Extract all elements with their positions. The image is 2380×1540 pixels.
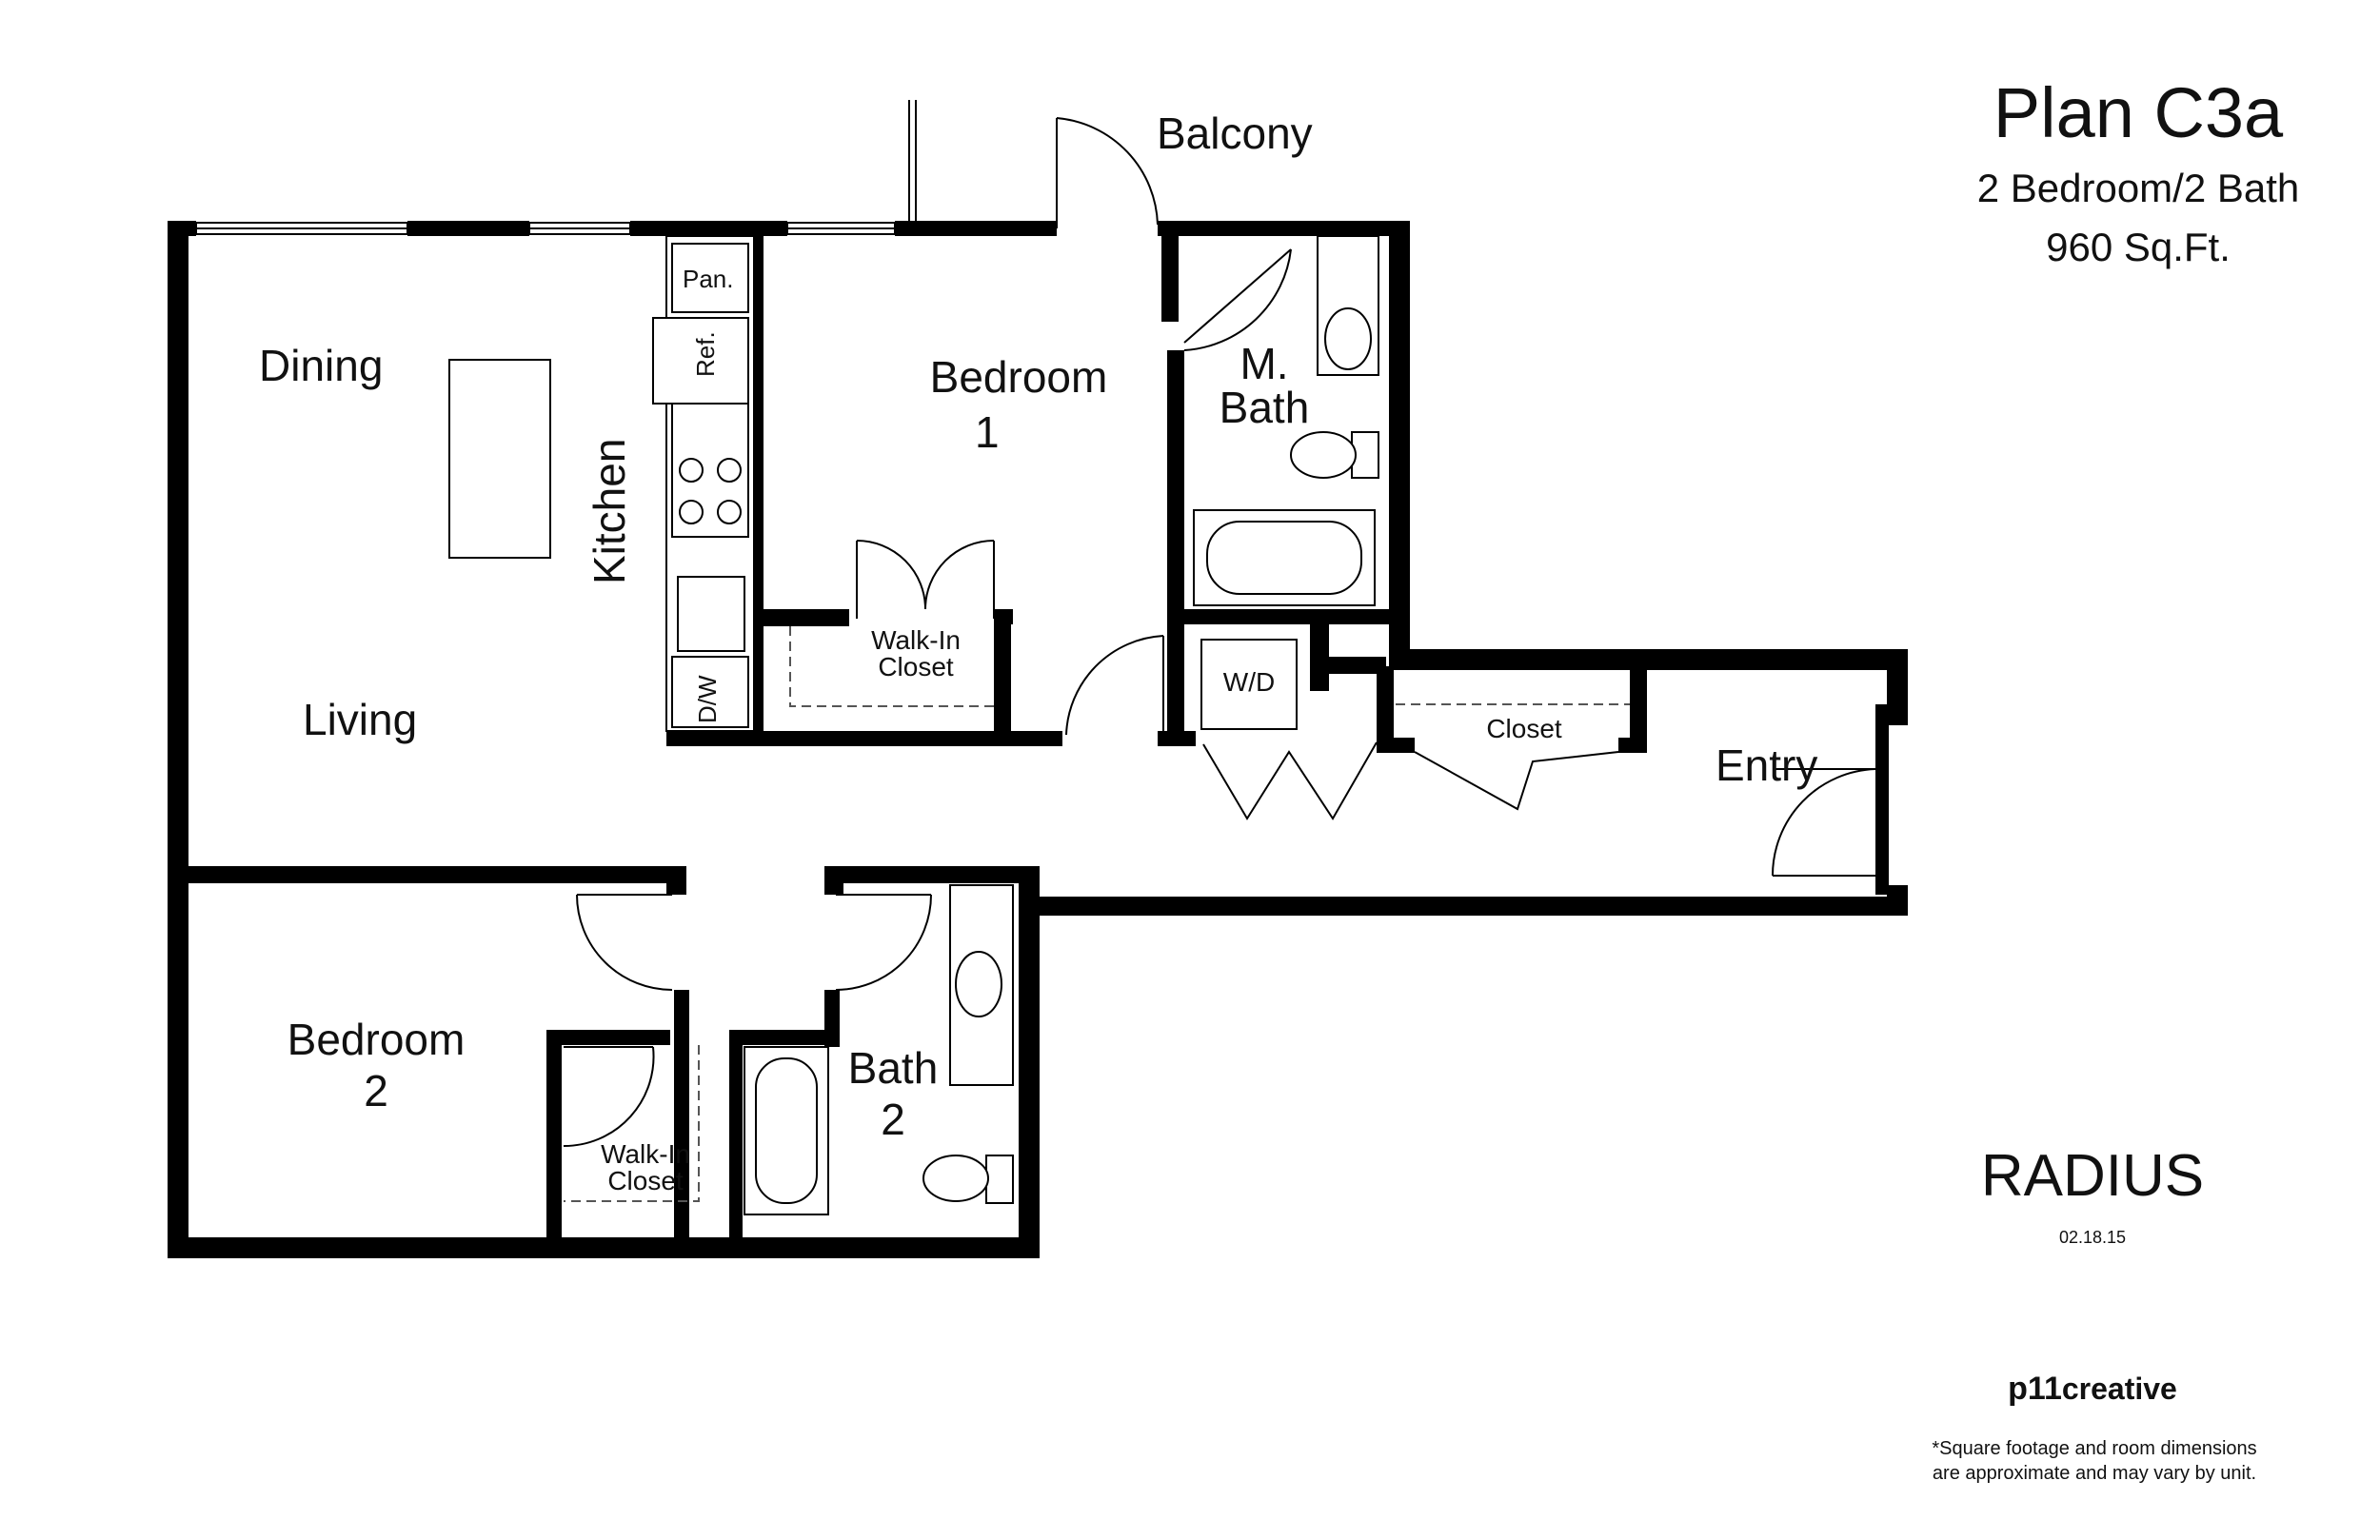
bedroom1-label: Bedroom (930, 352, 1108, 402)
walkin1-east-wall (994, 609, 1011, 746)
north-wall-kitchen (630, 221, 787, 236)
room-labels: Balcony Dining Living Kitchen Pan. Ref. … (259, 109, 1817, 1195)
north-wall-bedroom1 (895, 221, 1057, 236)
north-wall-pier (407, 221, 529, 236)
studio-logo-rest: creative (2062, 1372, 2177, 1406)
walkin1-north-wall (754, 609, 849, 626)
bedroom2-north-stub (666, 866, 686, 895)
mbath-sink-icon (1324, 307, 1372, 370)
bath2-label: Bath (848, 1043, 939, 1093)
entry-north-wall (1389, 649, 1908, 670)
kitchen-island (448, 359, 551, 559)
bedroom2-number: 2 (364, 1066, 388, 1116)
master-bath-label: M. (1240, 339, 1288, 388)
bath2-north-stub (824, 866, 843, 895)
fixtures (448, 235, 1630, 1215)
north-wall-corner (168, 221, 196, 236)
walkin2-west-wall (546, 1030, 562, 1256)
studio-logo-bold: p11 (2008, 1371, 2062, 1407)
west-wall (168, 221, 188, 1258)
bath2-toilet-icon (922, 1155, 989, 1202)
dishwasher-label: D/W (693, 675, 722, 723)
walkin1-ne-stub (994, 609, 1013, 624)
bedroom2-label: Bedroom (288, 1015, 466, 1064)
walkin1-sublabel: Closet (878, 652, 954, 681)
corridor-south-wall (1036, 897, 1908, 916)
bath2-tub (744, 1046, 829, 1215)
walkin2-top-wall (546, 1030, 670, 1045)
mbath-east-wall (1389, 221, 1410, 659)
living-label: Living (303, 695, 417, 744)
mbath-west-wall (1167, 350, 1184, 744)
washer-dryer (1200, 639, 1298, 730)
bath2-west-wall (729, 1037, 743, 1256)
bedroom1-number: 1 (975, 407, 1000, 457)
bath2-number: 2 (881, 1095, 905, 1144)
plan-title: Plan C3a (1993, 73, 2284, 152)
bath2-north-wall (824, 866, 1040, 883)
walkin2-east-wall (674, 990, 689, 1247)
bath2-toilet-tank (985, 1155, 1014, 1204)
entry-label: Entry (1716, 740, 1817, 790)
plan-date: 02.18.15 (2059, 1228, 2126, 1247)
refrigerator (652, 317, 749, 405)
disclaimer-line1: *Square footage and room dimensions (1932, 1438, 2256, 1459)
studio-logo: p11creative (2008, 1371, 2177, 1407)
walls (168, 221, 1908, 1258)
closet-sw-stub (1377, 738, 1415, 753)
bedroom1-west-wall (754, 236, 764, 740)
title-block: Plan C3a 2 Bedroom/2 Bath 960 Sq.Ft. RAD… (1932, 73, 2299, 1484)
north-wall-mbath (1158, 221, 1410, 236)
kitchen-label: Kitchen (585, 439, 634, 584)
pantry-label: Pan. (683, 265, 734, 293)
kitchen-sink (677, 576, 745, 652)
laundry-shelf-wall (1310, 657, 1386, 674)
bath2-vanity (949, 884, 1014, 1086)
entry-east-wall-top (1887, 649, 1908, 725)
entry-door-jamb (1875, 704, 1889, 895)
mbath-south-wall (1167, 609, 1396, 624)
walkin2-label: Walk-In (601, 1139, 690, 1169)
closet-label: Closet (1486, 714, 1562, 743)
bedroom1-south-wall (666, 731, 1062, 746)
range (671, 403, 749, 538)
closet-east-wall (1630, 666, 1647, 752)
master-bath-sublabel: Bath (1220, 383, 1310, 432)
mbath-tub (1193, 509, 1376, 606)
walkin2-sublabel: Closet (607, 1166, 684, 1195)
mbath-vanity (1317, 235, 1379, 376)
disclaimer-line2: are approximate and may vary by unit. (1933, 1463, 2256, 1484)
unit-area: 960 Sq.Ft. (2046, 225, 2231, 269)
bedroom2-north-wall (168, 866, 686, 883)
dishwasher (671, 656, 749, 728)
washer-dryer-label: W/D (1223, 667, 1275, 697)
pantry (671, 243, 749, 313)
mbath-toilet-icon (1290, 431, 1357, 479)
south-wall (168, 1237, 1040, 1258)
windows (169, 100, 917, 1134)
bath2-east-wall (1019, 866, 1040, 1256)
project-logo: RADIUS (1981, 1143, 2204, 1209)
bath2-sink-icon (955, 951, 1002, 1017)
walkin1-label: Walk-In (871, 625, 961, 655)
closet-west-wall (1377, 666, 1394, 752)
dining-label: Dining (259, 341, 383, 390)
mbath-west-wall-top (1161, 236, 1179, 322)
walkin2-north-wall (729, 1030, 840, 1045)
unit-type: 2 Bedroom/2 Bath (1977, 166, 2300, 210)
balcony-label: Balcony (1157, 109, 1313, 158)
refrigerator-label: Ref. (691, 331, 720, 377)
doors (563, 117, 1876, 1148)
